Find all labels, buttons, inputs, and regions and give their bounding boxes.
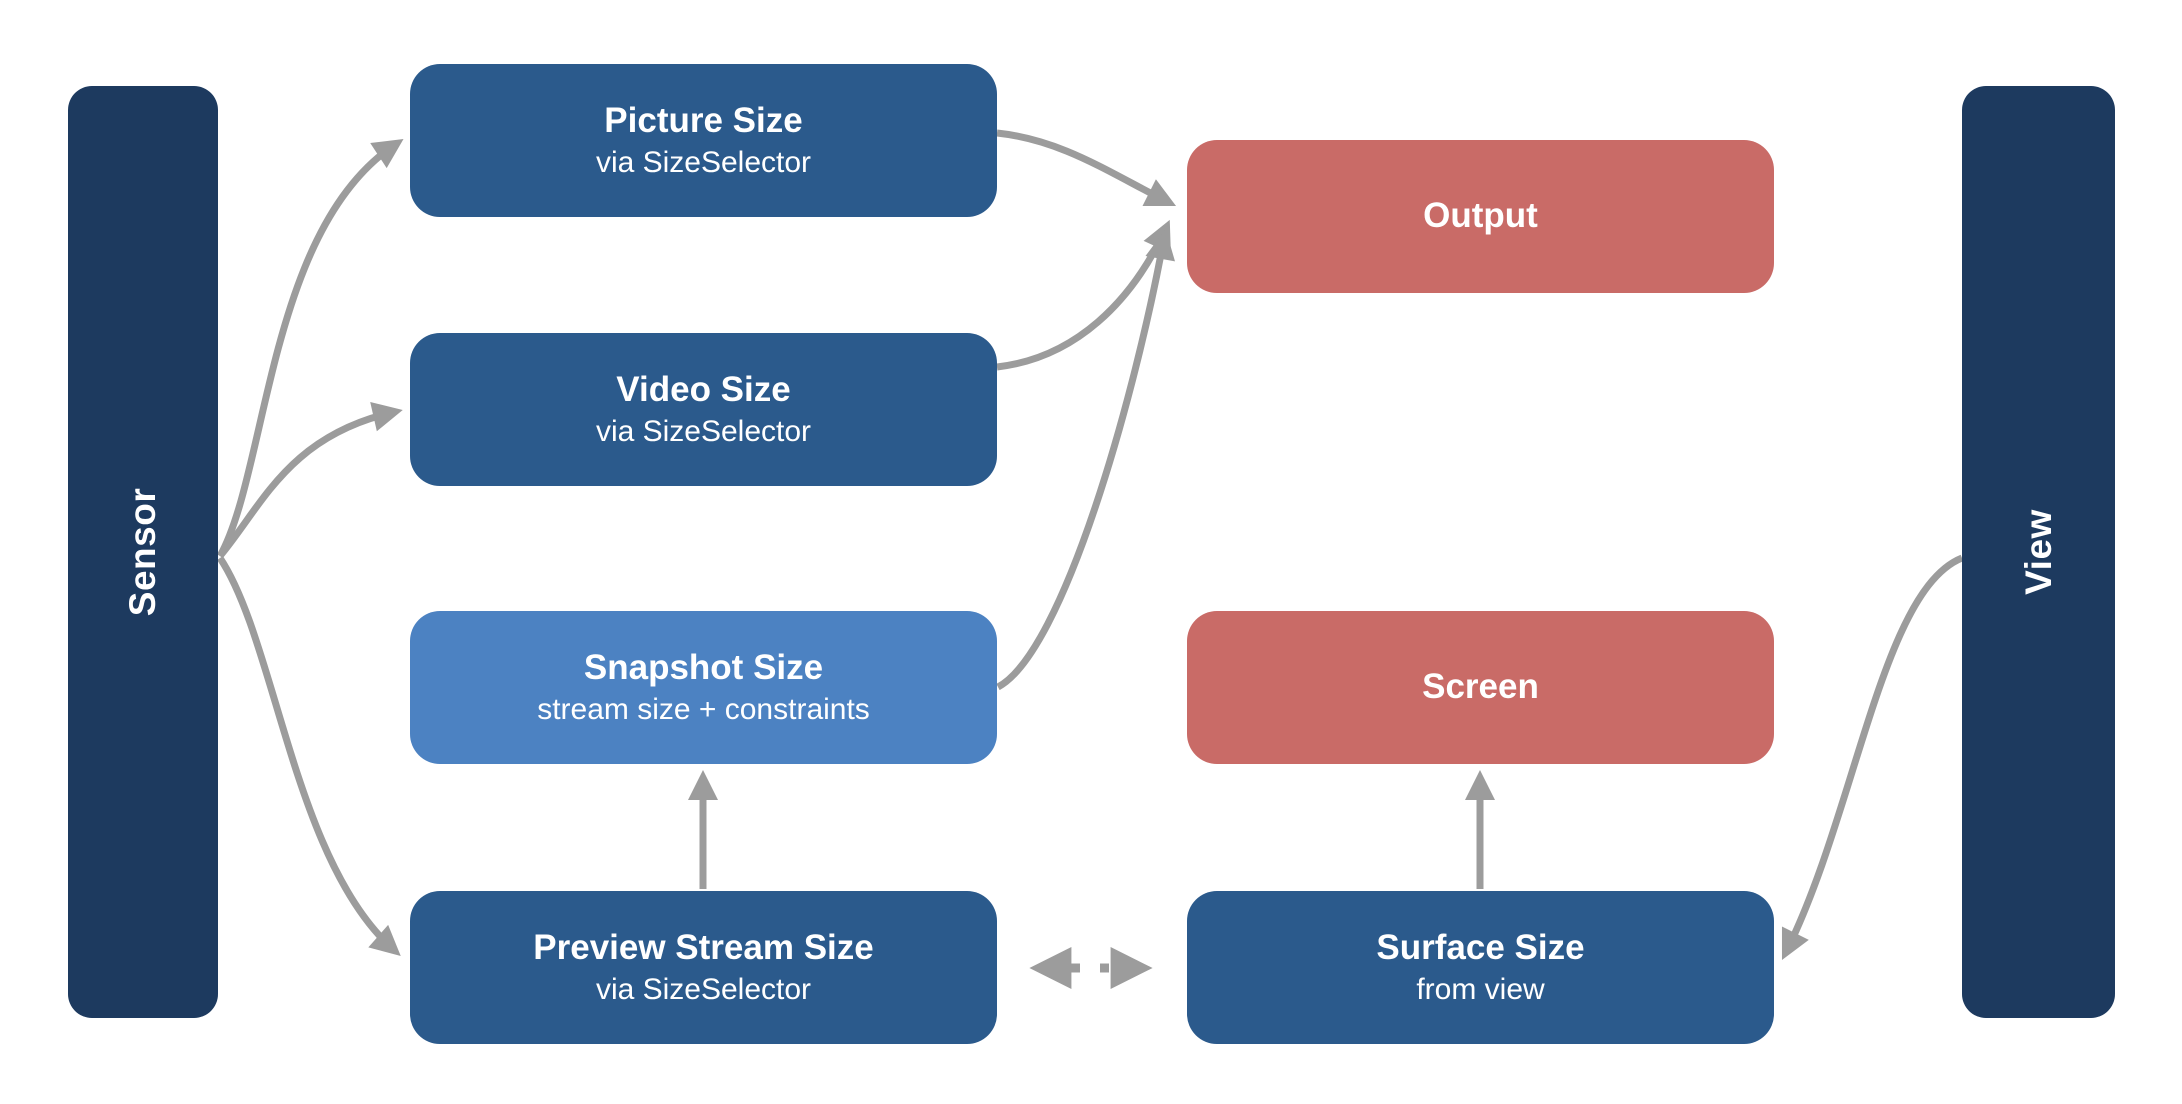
node-picture-size-subtitle: via SizeSelector (595, 145, 812, 179)
node-picture-size-title: Picture Size (604, 101, 803, 141)
sensor-bar: Sensor (68, 86, 218, 1018)
view-bar-label: View (2017, 509, 2059, 595)
sensor-bar-label: Sensor (122, 487, 163, 617)
node-surface-size: Surface Size from view (1187, 891, 1774, 1044)
node-snapshot-size-subtitle: stream size + constraints (537, 692, 870, 726)
node-snapshot-size: Snapshot Size stream size + constraints (410, 611, 997, 764)
node-preview-stream-size: Preview Stream Size via SizeSelector (410, 891, 997, 1044)
arrow-picture-size-to-output (996, 129, 1177, 207)
arrow-view-to-surface-size (1781, 554, 1964, 961)
node-screen-title: Screen (1422, 667, 1539, 707)
node-video-size: Video Size via SizeSelector (410, 333, 997, 486)
node-video-size-subtitle: via SizeSelector (595, 414, 812, 448)
arrow-sensor-to-picture-size (216, 139, 404, 558)
view-bar: View (1962, 86, 2115, 1018)
arrow-snapshot-size-to-output (996, 229, 1175, 691)
node-snapshot-size-title: Snapshot Size (583, 648, 824, 688)
node-surface-size-title: Surface Size (1376, 928, 1585, 968)
node-output-title: Output (1423, 196, 1538, 236)
node-screen: Screen (1187, 611, 1774, 764)
arrow-sensor-to-preview-stream-size (217, 556, 401, 956)
node-output: Output (1187, 140, 1774, 293)
node-preview-stream-size-title: Preview Stream Size (533, 928, 874, 968)
node-video-size-title: Video Size (616, 370, 791, 410)
node-preview-stream-size-subtitle: via SizeSelector (595, 972, 812, 1006)
node-surface-size-subtitle: from view (1416, 972, 1545, 1006)
arrow-sensor-to-video-size (217, 402, 403, 559)
node-picture-size: Picture Size via SizeSelector (410, 64, 997, 217)
